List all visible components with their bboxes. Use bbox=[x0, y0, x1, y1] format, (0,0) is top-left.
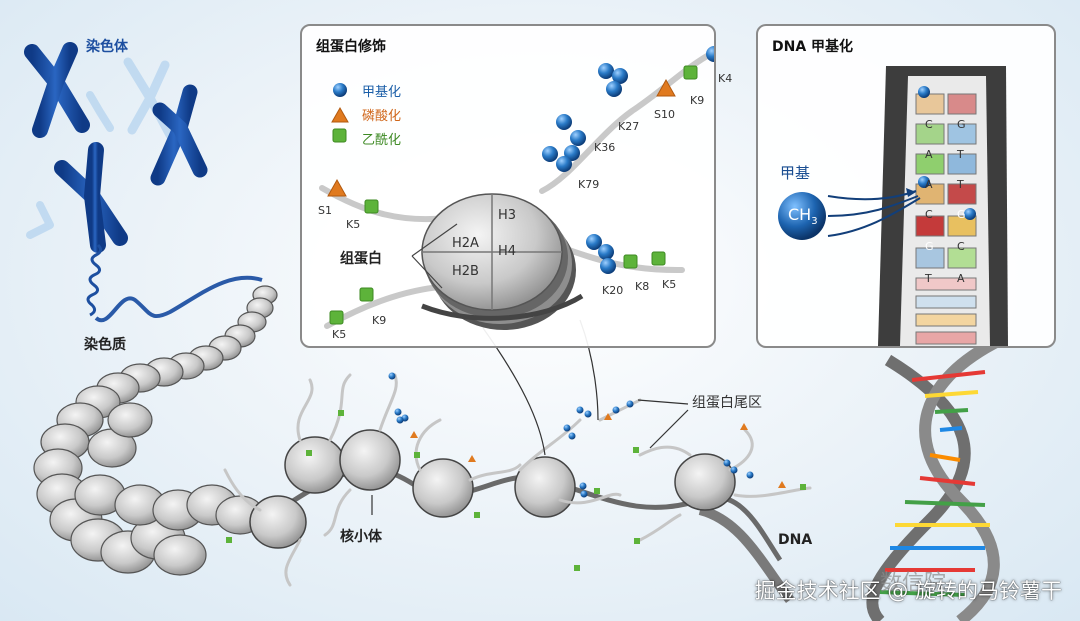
base-4: A bbox=[925, 178, 933, 191]
dna-label: DNA bbox=[778, 532, 812, 548]
chromosome-label: 染色体 bbox=[86, 36, 128, 56]
base-11: A bbox=[957, 272, 965, 285]
base-3: T bbox=[957, 148, 964, 161]
site-k27: K27 bbox=[618, 120, 639, 133]
ch3-main: CH bbox=[788, 205, 811, 224]
chromosomes bbox=[32, 50, 200, 245]
histone-label: 组蛋白 bbox=[340, 248, 382, 268]
base-6: C bbox=[925, 208, 933, 221]
site-k9-top: K9 bbox=[690, 94, 704, 107]
site-k5-right: K5 bbox=[662, 278, 676, 291]
chromatin-fiber bbox=[96, 278, 262, 321]
phosphorylation-legend-icon bbox=[332, 108, 348, 122]
base-2: A bbox=[925, 148, 933, 161]
base-7: G bbox=[957, 208, 966, 221]
watermark: 掘金技术社区 @ 旋转的马铃薯干 bbox=[755, 575, 1062, 605]
base-1: G bbox=[957, 118, 966, 131]
site-k8: K8 bbox=[635, 280, 649, 293]
nucleosome-label: 核小体 bbox=[340, 526, 382, 546]
base-5: T bbox=[957, 178, 964, 191]
acetylation-legend-icon bbox=[333, 129, 346, 142]
panel-methyl-marks bbox=[542, 46, 714, 274]
legend-methylation-label: 甲基化 bbox=[362, 81, 401, 100]
site-k36: K36 bbox=[594, 141, 615, 154]
core-label-h2b: H2B bbox=[452, 264, 479, 279]
legend-phosphorylation-label: 磷酸化 bbox=[362, 105, 401, 124]
core-label-h4: H4 bbox=[498, 244, 516, 259]
ch3-subscript: 3 bbox=[811, 216, 817, 227]
site-s10: S10 bbox=[654, 108, 675, 121]
base-0: C bbox=[925, 118, 933, 131]
methylation-legend-icon bbox=[333, 83, 347, 97]
core-label-h2a: H2A bbox=[452, 236, 479, 251]
core-label-h3: H3 bbox=[498, 208, 516, 223]
chromatin-fiber-discs bbox=[34, 286, 277, 575]
methyl-label: 甲基 bbox=[780, 162, 810, 183]
site-s1: S1 bbox=[318, 204, 332, 217]
site-k79: K79 bbox=[578, 178, 599, 191]
dna-methylation-panel: DNA 甲基化 bbox=[756, 24, 1056, 348]
chromatin-coil bbox=[88, 245, 101, 315]
histone-tail-label: 组蛋白尾区 bbox=[692, 392, 762, 412]
histone-modification-panel: 组蛋白修饰 bbox=[300, 24, 716, 348]
site-k5-left: K5 bbox=[346, 218, 360, 231]
base-9: C bbox=[957, 240, 965, 253]
site-k9-bottom: K9 bbox=[372, 314, 386, 327]
legend-acetylation-label: 乙酰化 bbox=[362, 129, 401, 148]
ch3-text: CH3 bbox=[788, 205, 818, 227]
base-8: G bbox=[925, 240, 934, 253]
dna-panel-illustration bbox=[758, 26, 1054, 346]
chromatin-label: 染色质 bbox=[84, 334, 126, 354]
site-k4: K4 bbox=[718, 72, 732, 85]
histone-panel-illustration bbox=[302, 26, 714, 346]
site-k20: K20 bbox=[602, 284, 623, 297]
base-10: T bbox=[925, 272, 932, 285]
site-k5-bottom: K5 bbox=[332, 328, 346, 341]
